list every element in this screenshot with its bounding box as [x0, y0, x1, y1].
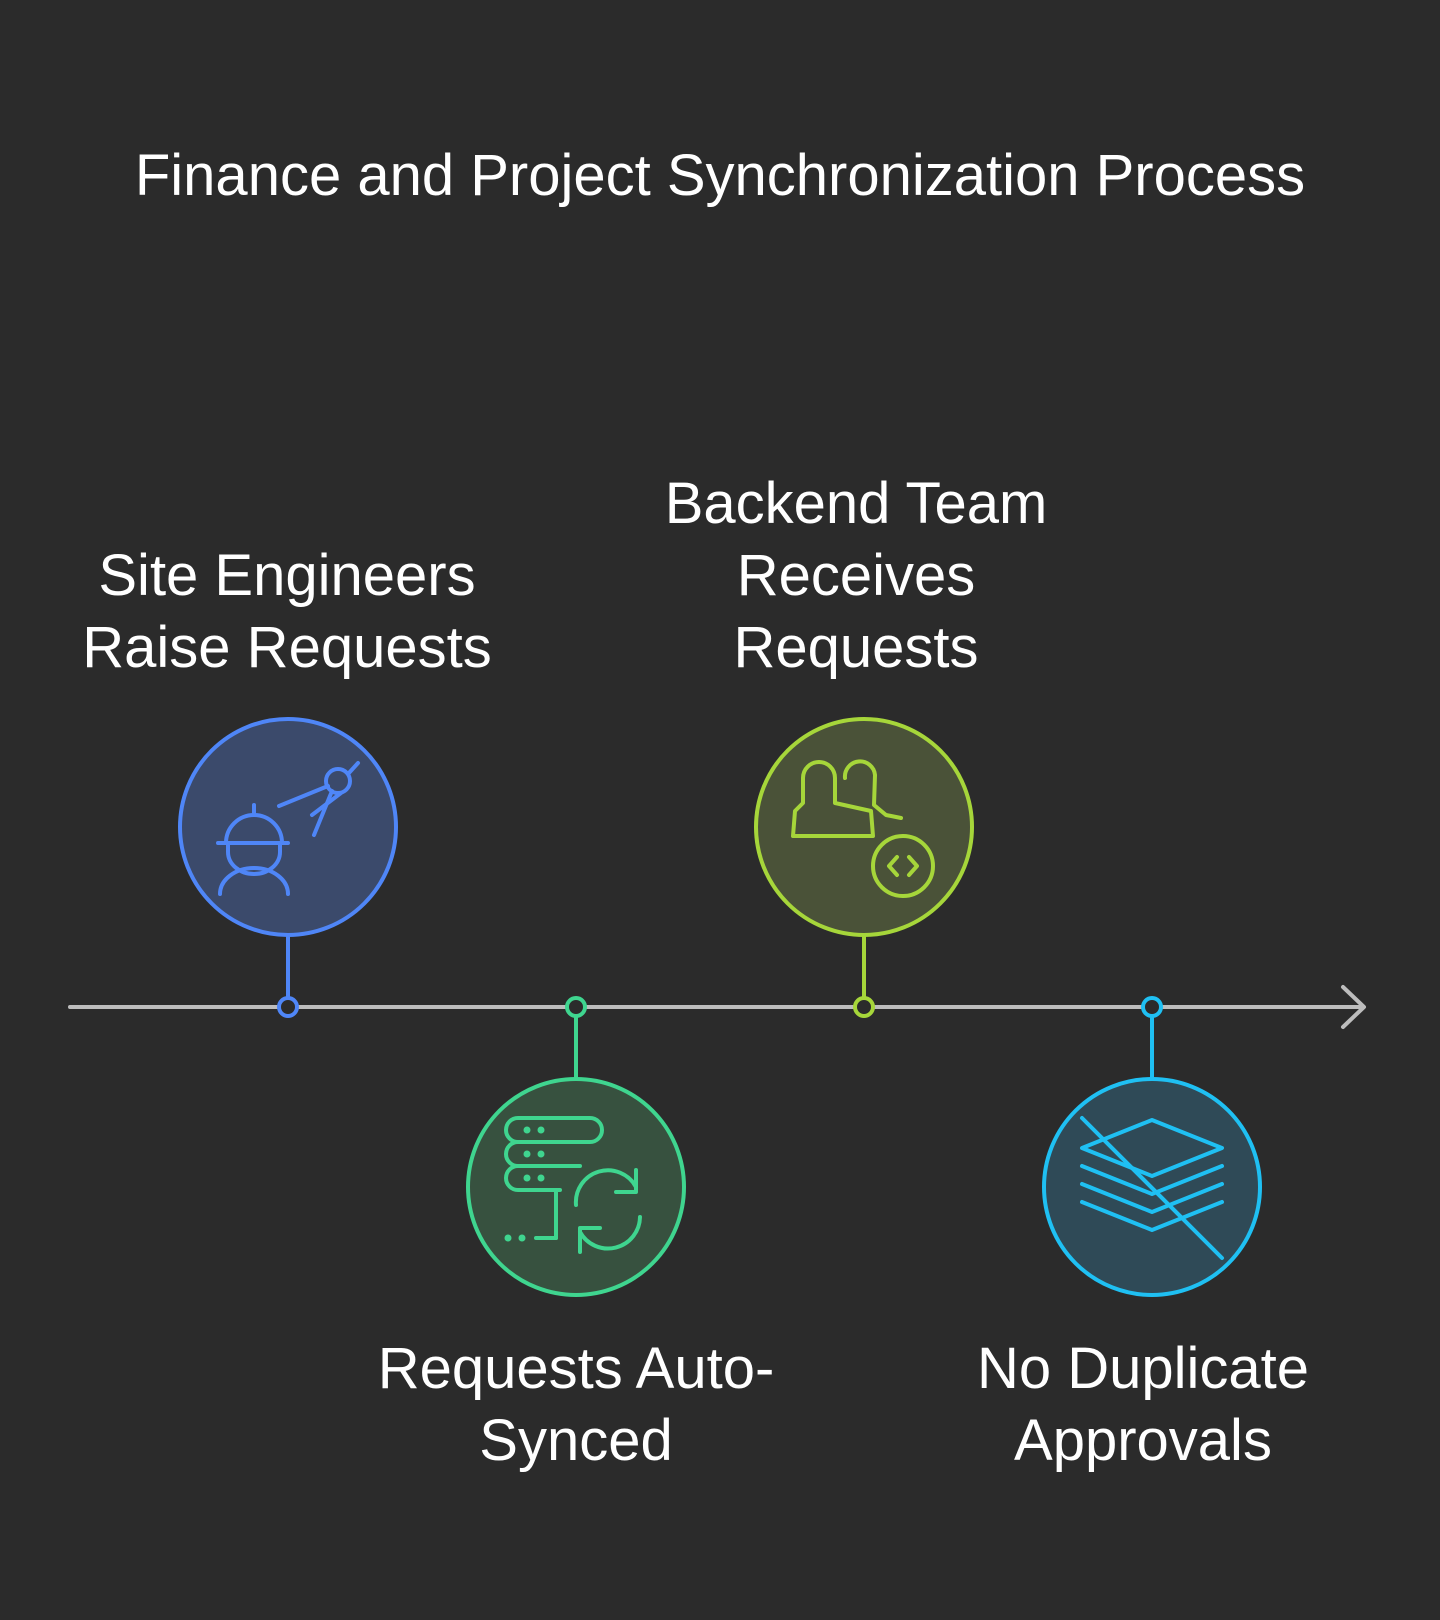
step-backend-team: [754, 717, 974, 1018]
step-label-line: Receives: [736, 543, 976, 608]
timeline-marker: [277, 996, 299, 1018]
timeline-marker: [565, 996, 587, 1018]
step-label-line: Raise Requests: [82, 615, 492, 680]
step-circle: [178, 717, 398, 937]
server-dots-icon: [504, 1126, 545, 1242]
step-label-line: Approvals: [1014, 1408, 1272, 1473]
server-sync-icon: [504, 1116, 642, 1254]
team-code-icon: [791, 759, 935, 898]
step-site-engineers: [178, 717, 398, 1018]
step-label-no-duplicate: No Duplicate Approvals: [893, 1333, 1393, 1477]
step-auto-synced: [466, 996, 686, 1297]
step-circle: [754, 717, 974, 937]
timeline-marker: [1141, 996, 1163, 1018]
step-label-line: Backend Team: [664, 471, 1048, 536]
step-no-duplicate: [1042, 996, 1262, 1297]
step-label-site-engineers: Site Engineers Raise Requests: [37, 540, 537, 684]
diagram-title: Finance and Project Synchronization Proc…: [134, 143, 1306, 208]
timeline-arrowhead: [1341, 985, 1366, 1029]
layers-crossed-icon: [1080, 1116, 1224, 1260]
step-label-line: Synced: [479, 1408, 673, 1473]
timeline-marker: [853, 996, 875, 1018]
step-circle: [466, 1077, 686, 1297]
step-label-backend-team: Backend Team Receives Requests: [606, 468, 1106, 684]
step-label-line: Site Engineers: [98, 543, 476, 608]
engineer-compass-icon: [216, 761, 360, 896]
step-label-auto-synced: Requests Auto- Synced: [326, 1333, 826, 1477]
step-label-line: Requests Auto-: [377, 1336, 775, 1401]
step-label-line: No Duplicate: [976, 1336, 1310, 1401]
step-label-line: Requests: [733, 615, 979, 680]
